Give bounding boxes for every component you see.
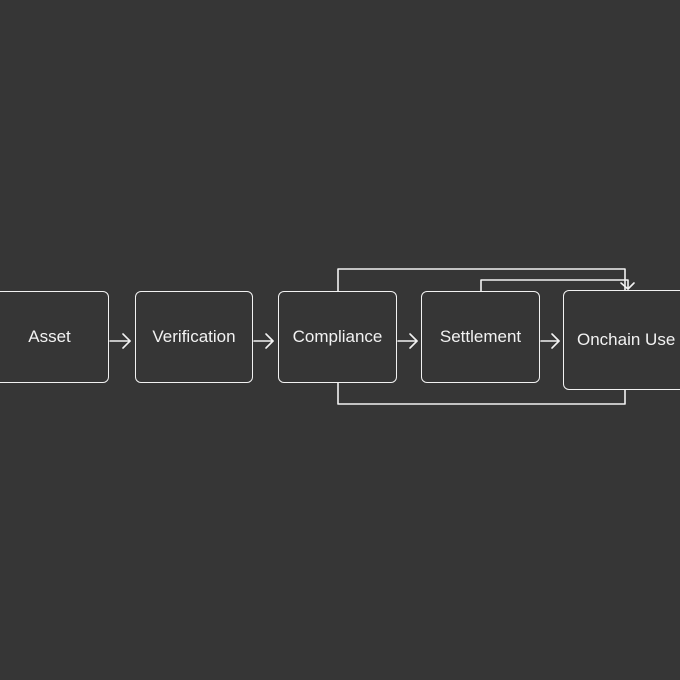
node-verification-label: Verification <box>152 327 236 346</box>
arrow-settlement-to-onchain-use <box>540 333 560 349</box>
node-onchain-use-label: Onchain Use <box>577 330 676 349</box>
node-asset-label: Asset <box>28 327 71 346</box>
node-asset: Asset <box>0 291 109 383</box>
arrow-asset-to-verification <box>109 333 131 349</box>
node-onchain-use: Onchain Use <box>563 290 680 390</box>
node-compliance: Compliance <box>278 291 397 383</box>
loop-compliance-to-onchain-bottom <box>337 382 626 405</box>
node-settlement: Settlement <box>421 291 540 383</box>
node-settlement-label: Settlement <box>439 327 522 346</box>
arrow-verification-to-compliance <box>253 333 274 349</box>
node-verification: Verification <box>135 291 253 383</box>
loop-settlement-to-onchain-top <box>480 279 635 292</box>
arrow-compliance-to-settlement <box>397 333 418 349</box>
node-compliance-label: Compliance <box>292 327 383 346</box>
